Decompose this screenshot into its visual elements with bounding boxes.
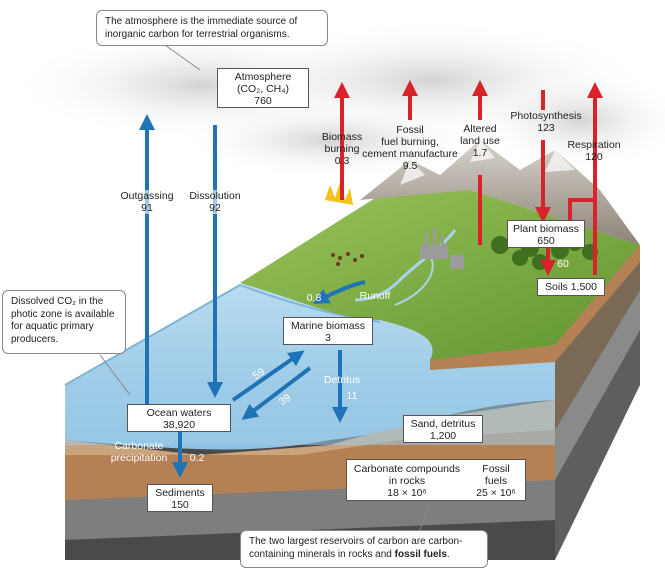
rocks-and-fuels-reservoir: Carbonate compounds in rocks 18 × 10⁶ Fo… bbox=[346, 459, 526, 501]
soils-reservoir: Soils 1,500 bbox=[537, 278, 605, 296]
atmosphere-reservoir: Atmosphere (CO₂, CH₄) 760 bbox=[217, 68, 309, 108]
callout-text: containing minerals in rocks and fossil … bbox=[249, 548, 450, 560]
biomass-fire bbox=[325, 182, 353, 205]
left-callout-pointer bbox=[99, 354, 131, 396]
outgassing-label: Outgassing 91 bbox=[112, 190, 182, 214]
runoff-value: 0.8 bbox=[306, 292, 322, 304]
sand-detritus-reservoir: Sand, detritus 1,200 bbox=[403, 415, 483, 443]
carbonate-precipitation-value: 0.2 bbox=[189, 452, 205, 464]
runoff-label: Runoff bbox=[359, 290, 391, 302]
sediments-reservoir: Sediments 150 bbox=[147, 484, 213, 512]
callout-text: for aquatic primary bbox=[11, 321, 94, 332]
plant-biomass-reservoir: Plant biomass 650 bbox=[507, 220, 585, 248]
bottom-callout-pointer bbox=[419, 504, 431, 531]
biomass-burning-label: Biomass burning 0.3 bbox=[321, 131, 363, 167]
detritus-label: Detritus bbox=[323, 374, 361, 386]
fossil-fuel-burning-label: Fossil fuel burning, cement manufacture … bbox=[362, 124, 458, 172]
marine-biomass-reservoir: Marine biomass 3 bbox=[283, 317, 373, 345]
respiration-label: Respiration 120 bbox=[567, 139, 621, 163]
atmosphere-haze bbox=[10, 20, 665, 180]
callout-text: inorganic carbon for terrestrial organis… bbox=[105, 28, 290, 40]
red-fluxes bbox=[334, 80, 603, 276]
photosynthesis-label: Photosynthesis 123 bbox=[510, 110, 582, 134]
atmosphere-callout: The atmosphere is the immediate source o… bbox=[96, 10, 328, 46]
plant-to-respiration-connector bbox=[568, 198, 595, 225]
ocean-to-marine-arrow bbox=[231, 350, 305, 402]
carbonate-rocks-reservoir: Carbonate compounds in rocks 18 × 10⁶ bbox=[353, 463, 461, 499]
largest-reservoirs-callout: The two largest reservoirs of carbon are… bbox=[240, 530, 488, 568]
fossil-fuels-reservoir: Fossil fuels 25 × 10⁶ bbox=[476, 463, 516, 499]
marine-to-ocean-arrow bbox=[241, 366, 312, 420]
runoff-arrow bbox=[312, 280, 366, 304]
factory bbox=[420, 228, 464, 269]
altered-land-use-label: Altered land use 1.7 bbox=[460, 123, 500, 159]
photic-zone-callout: Dissolved CO₂ in the photic zone is avai… bbox=[2, 290, 126, 354]
top-callout-pointer bbox=[164, 44, 201, 71]
detritus-value: 11 bbox=[346, 390, 358, 402]
callout-text: The two largest reservoirs of carbon are… bbox=[249, 536, 463, 547]
blue-fluxes bbox=[139, 114, 366, 478]
dissolution-label: Dissolution 92 bbox=[182, 190, 248, 214]
callout-text: producers. bbox=[11, 333, 59, 345]
cattle bbox=[331, 252, 364, 266]
ocean-waters-reservoir: Ocean waters 38,920 bbox=[127, 404, 231, 432]
plant-to-soil-value: 60 bbox=[557, 258, 569, 270]
callout-text: photic zone is available bbox=[11, 308, 115, 320]
callout-text: The atmosphere is the immediate source o… bbox=[105, 16, 298, 27]
carbonate-precipitation-label: Carbonate precipitation bbox=[110, 440, 168, 464]
callout-text: Dissolved CO₂ in the bbox=[11, 296, 104, 307]
